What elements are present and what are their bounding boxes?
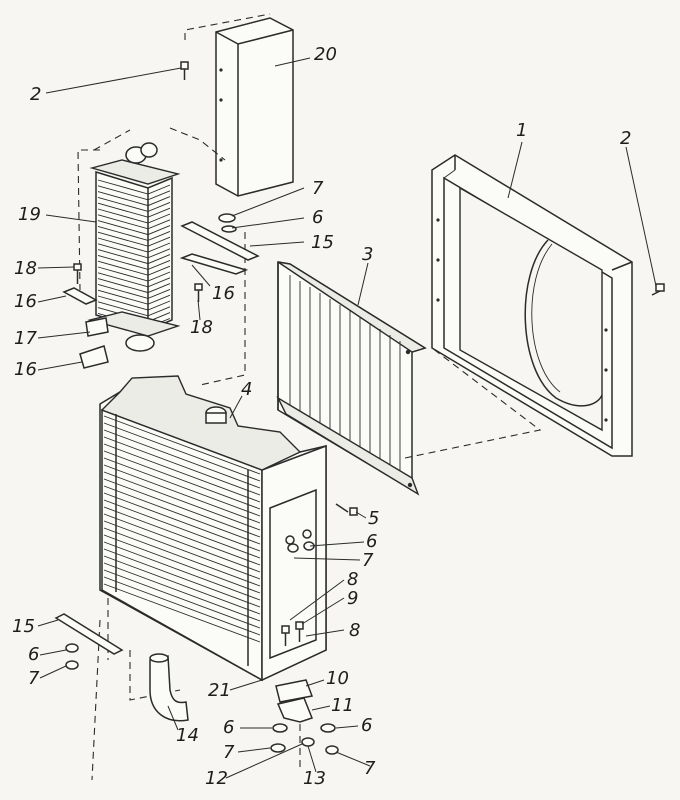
callout-18: 18: [14, 258, 37, 279]
core-tube: [103, 457, 261, 517]
core-tube: [103, 499, 261, 559]
part-3-radiator-grille: [276, 261, 427, 496]
core-tube: [103, 555, 261, 615]
part-19-oil-cooler: [87, 142, 181, 352]
part-4-radiator-core: [99, 375, 327, 682]
callout-4: 4: [241, 379, 253, 400]
callout-2: 2: [620, 128, 632, 149]
cooler-fin: [97, 249, 171, 265]
core-tube: [103, 443, 261, 503]
callout-7: 7: [362, 550, 374, 571]
callout-12: 12: [205, 768, 228, 789]
callout-1: 1: [516, 120, 528, 141]
core-tube: [103, 429, 261, 489]
core-tube: [103, 527, 261, 587]
core-tube: [103, 478, 261, 538]
cooler-fin: [97, 237, 171, 253]
core-tube: [103, 576, 261, 636]
callout-7: 7: [312, 178, 324, 199]
callout-10: 10: [326, 668, 349, 689]
callout-7: 7: [364, 758, 376, 779]
cooler-fin: [97, 191, 171, 207]
cooler-fin: [97, 301, 171, 317]
callout-16: 16: [14, 359, 37, 380]
cooler-fin: [97, 185, 171, 201]
callout-8: 8: [347, 569, 359, 590]
cooler-fin: [97, 295, 171, 311]
callout-7: 7: [223, 742, 235, 763]
core-tube: [103, 471, 261, 531]
callout-9: 9: [347, 588, 359, 609]
callout-6: 6: [361, 715, 373, 736]
cooler-fin: [97, 179, 171, 195]
callout-2: 2: [30, 84, 42, 105]
callout-7: 7: [28, 668, 40, 689]
cooler-fin: [97, 214, 171, 230]
cooler-fin: [97, 260, 171, 276]
cooler-fin: [97, 208, 171, 224]
callout-15: 15: [12, 616, 35, 637]
callout-11: 11: [331, 695, 354, 716]
core-tube: [103, 562, 261, 622]
callout-13: 13: [303, 768, 326, 789]
cooler-fin: [97, 278, 171, 294]
core-tube: [103, 415, 261, 475]
cooler-fin: [97, 254, 171, 270]
callout-16: 16: [14, 291, 37, 312]
cooler-fin: [97, 196, 171, 212]
core-tube: [103, 520, 261, 580]
callout-15: 15: [311, 232, 334, 253]
cooler-fin: [97, 202, 171, 218]
callout-16: 16: [212, 283, 235, 304]
callout-5: 5: [368, 508, 380, 529]
callout-6: 6: [28, 644, 40, 665]
cooler-fin: [97, 266, 171, 282]
core-tube: [103, 548, 261, 608]
part-1-shroud-frame: [431, 154, 633, 457]
cooler-fin: [97, 272, 171, 288]
core-tube: [103, 485, 261, 545]
core-tube: [103, 583, 261, 643]
core-tube: [103, 569, 261, 629]
cooler-fin: [97, 243, 171, 259]
cooler-fin: [97, 220, 171, 236]
callout-6: 6: [312, 207, 324, 228]
cooler-fin: [97, 231, 171, 247]
callout-21: 21: [208, 680, 231, 701]
core-tube: [103, 436, 261, 496]
core-tube: [103, 450, 261, 510]
cooler-fin: [97, 289, 171, 305]
bracket-parts: [54, 221, 314, 723]
cooler-fin: [97, 283, 171, 299]
callout-18: 18: [190, 317, 213, 338]
core-tube: [103, 492, 261, 552]
callout-8: 8: [349, 620, 361, 641]
part-20-upper-shroud-plate: [184, 13, 294, 197]
callout-6: 6: [223, 717, 235, 738]
core-tube: [103, 541, 261, 601]
core-tube: [103, 506, 261, 566]
core-tube: [103, 464, 261, 524]
core-tube: [103, 513, 261, 573]
callout-6: 6: [366, 531, 378, 552]
callout-17: 17: [14, 328, 37, 349]
part-14-outlet-elbow: [149, 653, 189, 722]
leader-lines: [37, 57, 657, 779]
core-tube: [103, 534, 261, 594]
callout-19: 19: [18, 204, 41, 225]
callout-14: 14: [176, 725, 199, 746]
callout-20: 20: [314, 44, 337, 65]
callout-3: 3: [362, 244, 374, 265]
core-tube: [103, 422, 261, 482]
cooler-fin: [97, 225, 171, 241]
